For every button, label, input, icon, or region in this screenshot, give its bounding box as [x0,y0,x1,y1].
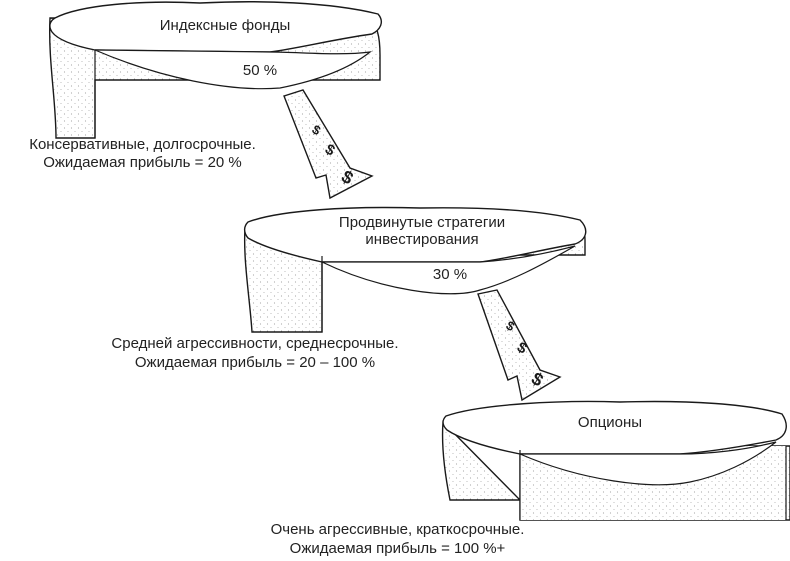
flow-arrow-1: $ $ $ [283,89,374,200]
tier-3-bowl [519,441,777,486]
tier-1-lid [49,1,382,53]
tier-2-title-line2: инвестирования [365,231,479,248]
description-3-line1: Очень агрессивные, краткосрочные. [270,521,525,538]
tier-2-lid [243,206,587,263]
tier-1-bowl [94,49,373,90]
tier-1-title: Индексные фонды [159,17,291,34]
flow-arrow-2: $ $ $ [477,289,562,402]
tier-3-cylinder [441,400,790,521]
tier-3-title: Опционы [577,414,643,431]
description-2-line1: Средней агрессивности, среднесрочные. [111,335,399,352]
tier-2-bowl [321,245,576,295]
tier-2-title-line1: Продвинутые стратегии [338,214,506,231]
tier-2-cylinder [243,206,587,333]
description-3-line2: Ожидаемая прибыль = 100 %+ [289,540,506,557]
tier-3-lid [442,400,787,455]
description-1-line1: Консервативные, долгосрочные. [29,136,256,153]
tier-2-percent: 30 % [432,266,468,283]
description-2-line2: Ожидаемая прибыль = 20 – 100 % [134,354,376,371]
description-1-line2: Ожидаемая прибыль = 20 % [43,154,242,171]
tier-1-percent: 50 % [242,62,278,79]
tier-1-cylinder [48,1,382,139]
